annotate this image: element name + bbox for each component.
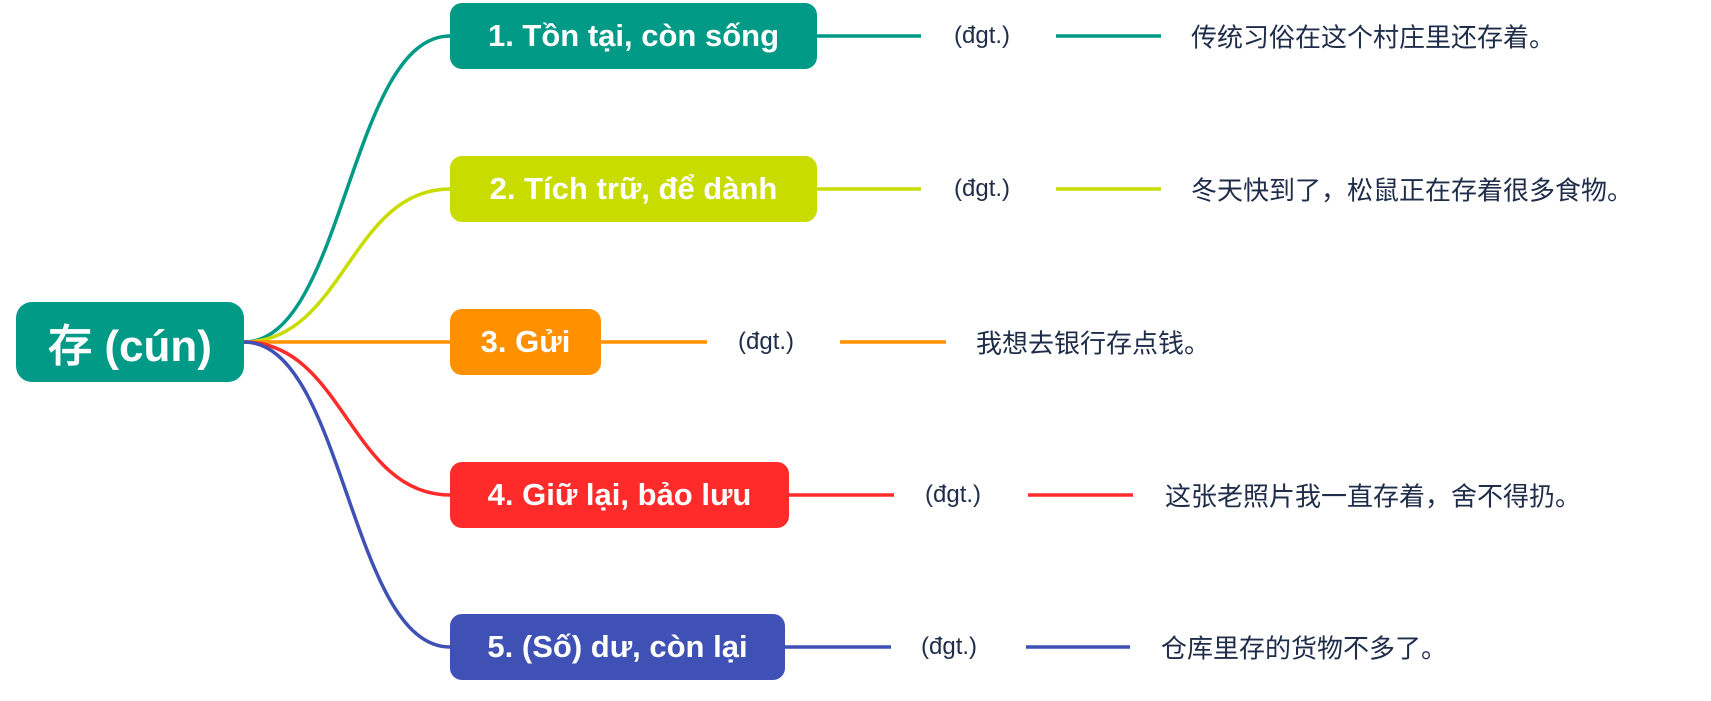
part-of-speech-label: (đgt.) (738, 328, 795, 355)
branch-node-3[interactable]: 3. Gửi (450, 309, 601, 375)
part-of-speech-label: (đgt.) (954, 22, 1011, 49)
branch-curve-1 (243, 34, 451, 344)
example-sentence: 仓库里存的货物不多了。 (1161, 634, 1448, 665)
branch-curve-2 (243, 187, 451, 344)
branch-node-2[interactable]: 2. Tích trữ, để dành (450, 156, 817, 222)
part-of-speech-label: (đgt.) (925, 481, 982, 508)
example-sentence: 冬天快到了，松鼠正在存着很多食物。 (1191, 176, 1634, 207)
part-of-speech-label: (đgt.) (954, 175, 1011, 202)
branch-curve-4 (243, 340, 451, 497)
example-sentence: 传统习俗在这个村庄里还存着。 (1191, 23, 1556, 54)
example-sentence: 这张老照片我一直存着，舍不得扔。 (1165, 482, 1582, 513)
root-node[interactable]: 存 (cún) (16, 302, 244, 382)
branch-node-1[interactable]: 1. Tồn tại, còn sống (450, 3, 817, 69)
branch-curve-5 (243, 340, 451, 649)
branch-node-5[interactable]: 5. (Số) dư, còn lại (450, 614, 785, 680)
branch-node-4[interactable]: 4. Giữ lại, bảo lưu (450, 462, 789, 528)
part-of-speech-label: (đgt.) (921, 633, 978, 660)
example-sentence: 我想去银行存点钱。 (976, 329, 1211, 360)
